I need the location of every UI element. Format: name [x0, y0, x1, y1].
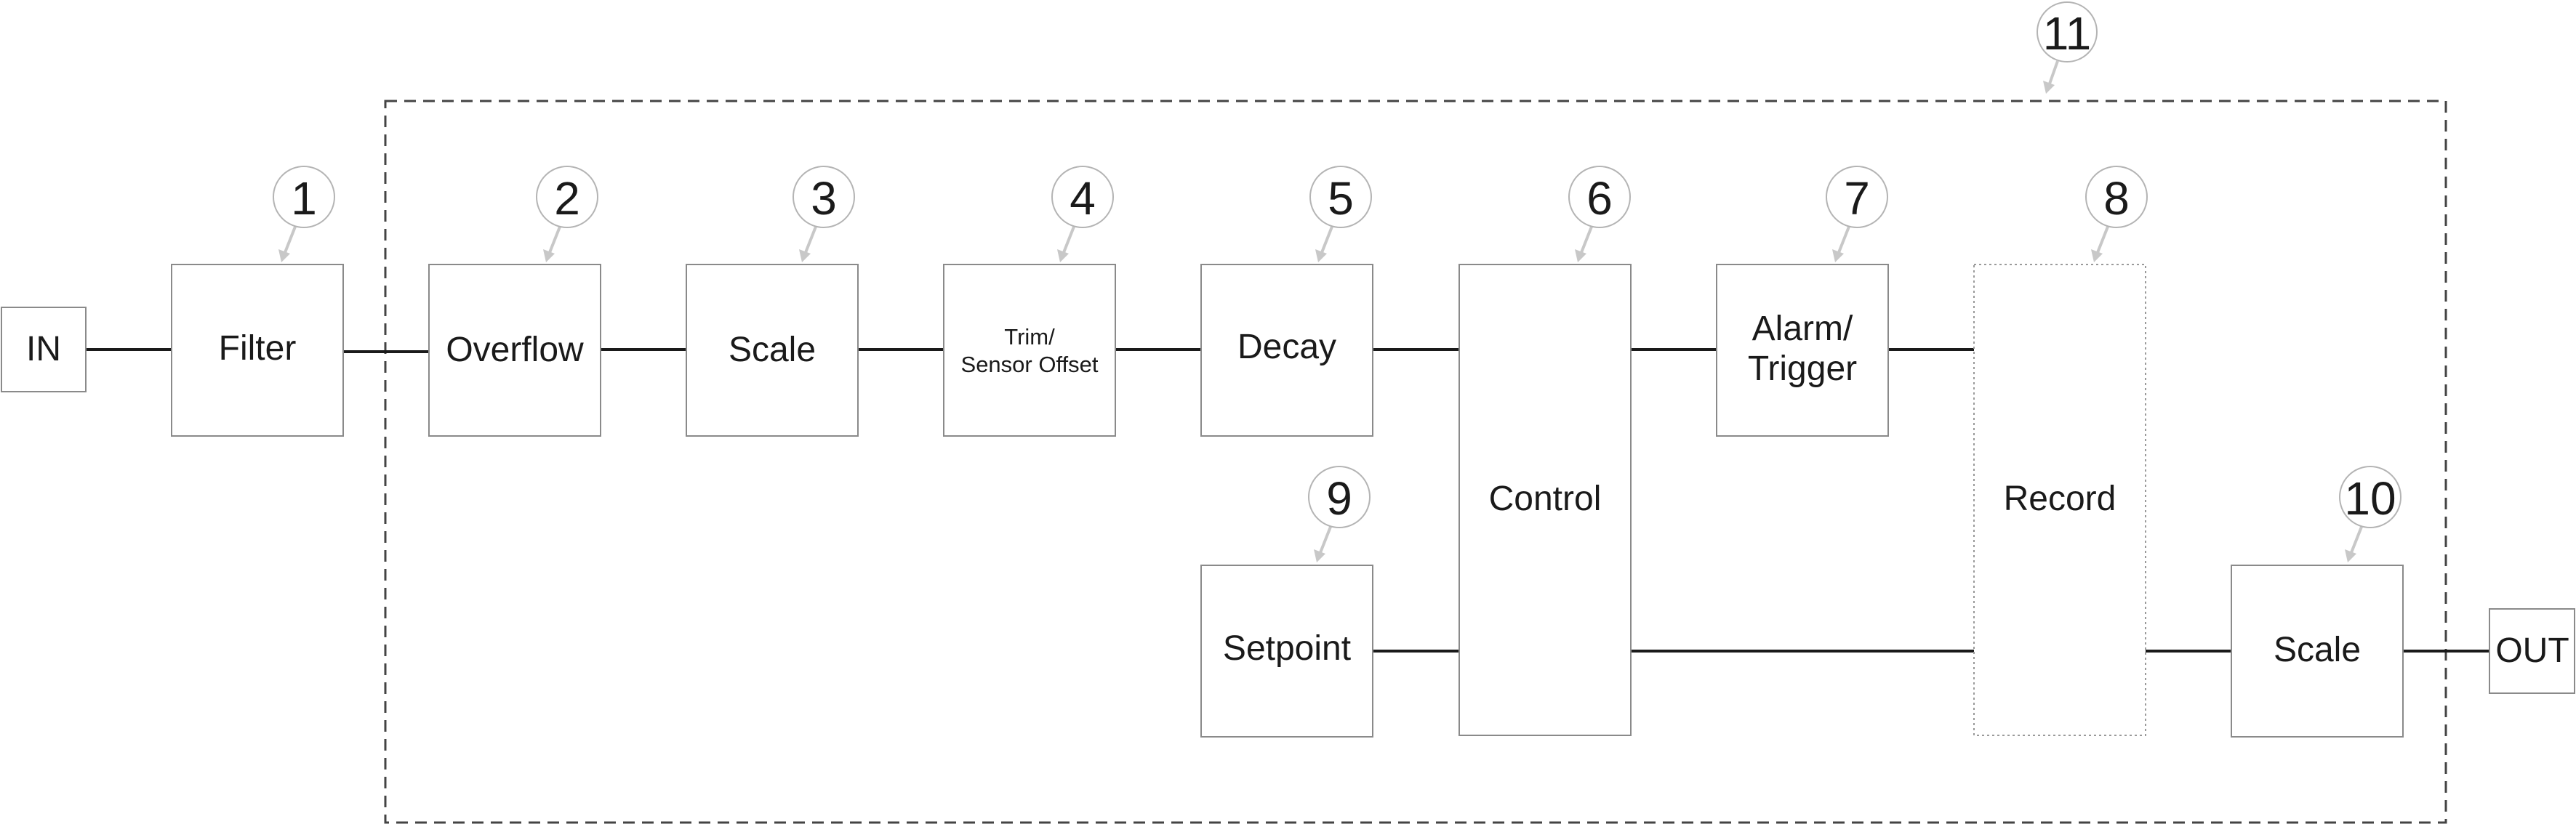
in-label: IN	[26, 330, 61, 368]
processing-group-boundary	[384, 100, 2447, 824]
callout-5-number: 5	[1328, 172, 1354, 225]
svg-text:Trigger: Trigger	[1748, 350, 1857, 388]
output-scale-label: Scale	[2274, 631, 2361, 669]
callout-2-number: 2	[554, 172, 580, 225]
callout-8: 8	[2085, 166, 2148, 262]
callout-11-number: 11	[2043, 7, 2091, 60]
callout-3-number: 3	[811, 172, 837, 225]
callout-7: 7	[1826, 166, 1888, 262]
trim-label-line2: Sensor Offset	[961, 352, 1099, 377]
svg-text:Sensor Offset: Sensor Offset	[961, 352, 1099, 377]
callout-6-number: 6	[1586, 172, 1613, 225]
alarm-label-line2: Trigger	[1748, 350, 1857, 388]
callout-9-number: 9	[1326, 472, 1352, 525]
setpoint-label: Setpoint	[1223, 629, 1351, 668]
trim-label-line1: Trim/	[1004, 324, 1055, 350]
out-block: OUT	[2489, 608, 2575, 694]
out-label: OUT	[2495, 631, 2569, 670]
control-label: Control	[1489, 480, 1602, 518]
callout-5: 5	[1309, 166, 1372, 262]
callout-3: 3	[793, 166, 855, 262]
in-block: IN	[1, 307, 87, 392]
scale-label: Scale	[729, 331, 816, 369]
svg-text:Decay: Decay	[1237, 328, 1336, 366]
decay-block: Decay	[1200, 264, 1373, 437]
decay-label: Decay	[1237, 328, 1336, 366]
control-block: Control	[1458, 264, 1632, 736]
svg-text:Scale: Scale	[2274, 631, 2361, 669]
callout-4: 4	[1051, 166, 1114, 262]
trim-sensor-offset-block: Trim/ Sensor Offset	[943, 264, 1116, 437]
callout-9: 9	[1308, 466, 1371, 562]
svg-text:IN: IN	[26, 330, 61, 368]
callout-1: 1	[273, 166, 335, 262]
scale-block: Scale	[686, 264, 859, 437]
callout-7-number: 7	[1844, 172, 1870, 225]
callout-4-number: 4	[1070, 172, 1096, 225]
callout-2: 2	[536, 166, 598, 262]
svg-text:Setpoint: Setpoint	[1223, 629, 1351, 668]
record-block: Record	[1973, 264, 2146, 736]
overflow-label: Overflow	[446, 331, 584, 369]
callout-10: 10	[2339, 466, 2402, 562]
svg-text:OUT: OUT	[2495, 631, 2569, 670]
alarm-label-line1: Alarm/	[1752, 310, 1853, 348]
filter-label: Filter	[219, 329, 297, 368]
callout-1-number: 1	[291, 172, 317, 225]
callout-6: 6	[1568, 166, 1631, 262]
connection-wires	[86, 348, 2489, 653]
svg-text:Trim/: Trim/	[1004, 324, 1055, 350]
record-label: Record	[2004, 480, 2116, 518]
callout-8-number: 8	[2103, 172, 2130, 225]
alarm-trigger-block: Alarm/ Trigger	[1716, 264, 1889, 437]
svg-text:Scale: Scale	[729, 331, 816, 369]
callout-11: 11	[2037, 1, 2098, 94]
svg-text:Control: Control	[1489, 480, 1602, 518]
overflow-block: Overflow	[428, 264, 601, 437]
setpoint-block: Setpoint	[1200, 565, 1373, 738]
filter-block: Filter	[171, 264, 344, 437]
svg-text:Overflow: Overflow	[446, 331, 584, 369]
svg-text:Record: Record	[2004, 480, 2116, 518]
callout-10-number: 10	[2344, 472, 2396, 525]
svg-text:Filter: Filter	[219, 329, 297, 368]
svg-text:Alarm/: Alarm/	[1752, 310, 1853, 348]
output-scale-block: Scale	[2231, 565, 2404, 738]
